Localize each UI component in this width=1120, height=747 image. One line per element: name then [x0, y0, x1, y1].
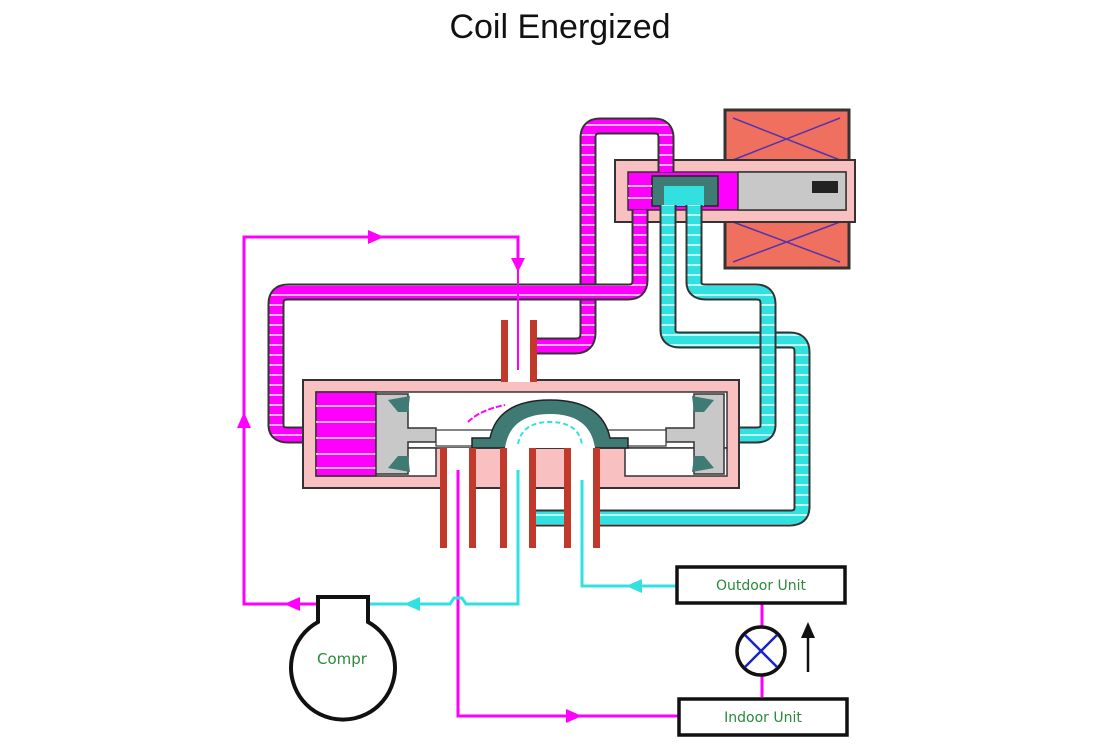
flow-direction-arrow — [801, 622, 815, 672]
compressor: Compr — [289, 595, 397, 722]
suction-lines — [370, 470, 676, 611]
expansion-valve — [735, 625, 787, 677]
hot-gas-lines — [237, 230, 764, 723]
diagram-title: Coil Energized — [449, 8, 671, 46]
pilot-capillary-hot — [267, 117, 675, 444]
indoor-unit-label: Indoor Unit — [724, 710, 802, 726]
arrow-left-icon — [626, 579, 642, 593]
arrow-up-icon — [237, 412, 251, 428]
outdoor-unit-label: Outdoor Unit — [716, 578, 807, 594]
arrow-right-icon — [368, 230, 384, 244]
compressor-label: Compr — [317, 650, 368, 668]
arrow-left-icon — [404, 597, 420, 611]
arrow-left-icon — [284, 597, 300, 611]
outdoor-unit: Outdoor Unit — [675, 565, 847, 605]
arrow-right-icon — [566, 709, 582, 723]
pilot-valve — [614, 159, 856, 223]
arrow-up-icon — [801, 622, 815, 638]
indoor-unit: Indoor Unit — [677, 697, 849, 737]
pilot-capillary-suction — [535, 205, 811, 527]
